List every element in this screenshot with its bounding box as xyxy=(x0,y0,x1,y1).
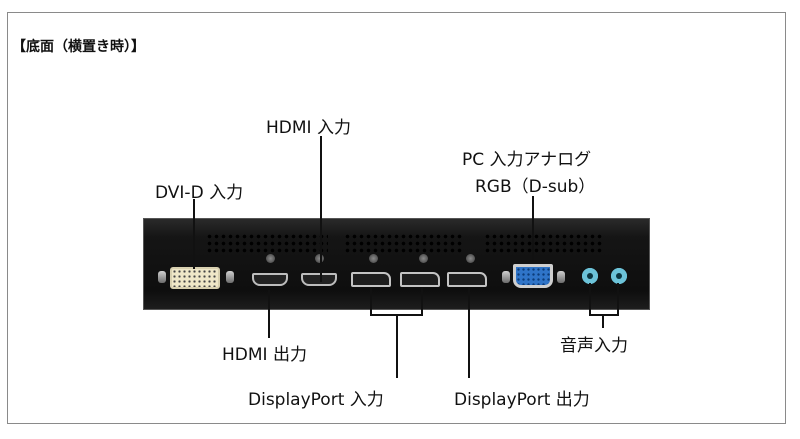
dvi-thumbscrew-right xyxy=(226,271,234,283)
label-dp-out: DisplayPort 出力 xyxy=(454,390,590,410)
vent-right xyxy=(484,233,604,255)
leader-dp-in-a xyxy=(370,288,372,315)
diagram-heading: 【底面（横置き時）】 xyxy=(12,39,145,55)
label-dp-in: DisplayPort 入力 xyxy=(248,390,384,410)
leader-audio-stem xyxy=(602,314,604,328)
label-hdmi-in: HDMI 入力 xyxy=(266,118,351,138)
label-hdmi-out: HDMI 出力 xyxy=(222,345,307,365)
audio-in-jack-1 xyxy=(582,268,598,284)
dvi-thumbscrew-left xyxy=(158,271,166,283)
label-pc-in-line1: PC 入力アナログ xyxy=(462,150,592,170)
leader-audio-a xyxy=(589,283,591,315)
screw-icon xyxy=(419,254,428,263)
vga-d-sub-port xyxy=(513,264,553,288)
displayport-in-port-1 xyxy=(351,272,391,287)
leader-pc-in xyxy=(532,196,534,261)
vent-left xyxy=(206,233,328,255)
leader-audio-b xyxy=(617,283,619,315)
screw-icon xyxy=(315,254,324,263)
leader-audio-bracket xyxy=(589,314,619,316)
vga-thumbscrew-left xyxy=(502,271,510,283)
leader-dp-in-stem xyxy=(396,314,398,378)
displayport-out-port xyxy=(447,272,487,287)
label-pc-in-line2: RGB（D-sub） xyxy=(475,177,596,197)
screw-icon xyxy=(466,254,475,263)
leader-dp-in-b xyxy=(421,288,423,315)
displayport-in-port-2 xyxy=(400,272,440,287)
label-dvi-in: DVI-D 入力 xyxy=(155,183,244,203)
hdmi-out-port xyxy=(252,273,288,286)
vga-thumbscrew-right xyxy=(557,271,565,283)
leader-hdmi-out xyxy=(268,290,270,338)
leader-hdmi-in xyxy=(320,136,322,282)
audio-in-jack-2 xyxy=(611,268,627,284)
screw-icon xyxy=(266,254,275,263)
screw-icon xyxy=(369,254,378,263)
diagram-frame xyxy=(7,12,786,424)
hdmi-in-port xyxy=(301,273,337,286)
dvi-d-port xyxy=(170,267,220,289)
monitor-bottom-panel xyxy=(143,218,650,310)
vent-middle xyxy=(344,233,462,255)
leader-dp-out xyxy=(468,288,470,378)
label-audio-in: 音声入力 xyxy=(560,336,628,356)
leader-dvi xyxy=(193,199,195,269)
